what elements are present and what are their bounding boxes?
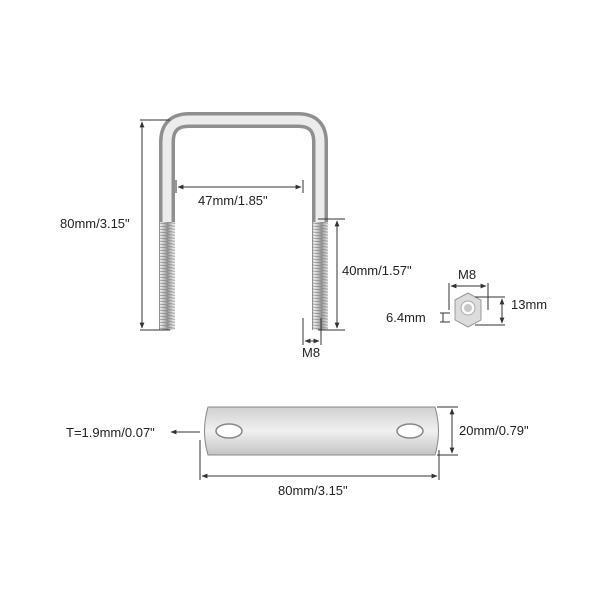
right-thread xyxy=(313,222,328,330)
nut-size-label: M8 xyxy=(458,267,477,282)
ubolt-inner-width-label: 47mm/1.85" xyxy=(198,193,268,208)
hex-nut xyxy=(454,292,482,328)
backing-plate xyxy=(204,406,439,456)
ubolt-thread-length-label: 40mm/1.57" xyxy=(342,263,412,278)
plate-thickness-label: T=1.9mm/0.07" xyxy=(66,425,155,440)
ubolt-height-label: 80mm/3.15" xyxy=(60,216,130,231)
nut-thickness-label: 6.4mm xyxy=(386,310,426,325)
u-bolt xyxy=(159,112,328,330)
nut-width-label: 13mm xyxy=(511,297,548,312)
ubolt-thread-size-label: M8 xyxy=(302,345,321,360)
plate-width-label: 20mm/0.79" xyxy=(459,423,529,438)
left-thread xyxy=(160,222,175,330)
plate-length-label: 80mm/3.15" xyxy=(278,483,348,498)
